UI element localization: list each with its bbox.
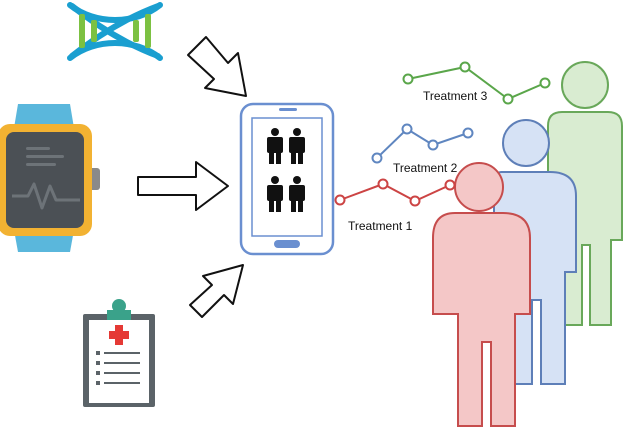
arrow-watch-to-phone <box>137 161 229 211</box>
label-treatment-1: Treatment 1 <box>348 219 413 233</box>
arrow-clipboard-to-phone <box>189 264 244 318</box>
arrow-dna-to-phone <box>187 36 247 97</box>
group-people-icon <box>267 128 305 212</box>
trend-line-treatment-2 <box>371 123 474 164</box>
person-red <box>432 162 531 427</box>
smartphone-icon <box>239 102 335 256</box>
dna-icon <box>67 2 163 61</box>
trend-line-treatment-1 <box>334 178 456 207</box>
label-treatment-3: Treatment 3 <box>423 89 488 103</box>
trend-line-treatment-3 <box>402 61 551 105</box>
clipboard-medical-icon <box>83 299 155 407</box>
label-treatment-2: Treatment 2 <box>393 161 458 175</box>
smartwatch-icon <box>0 104 100 252</box>
